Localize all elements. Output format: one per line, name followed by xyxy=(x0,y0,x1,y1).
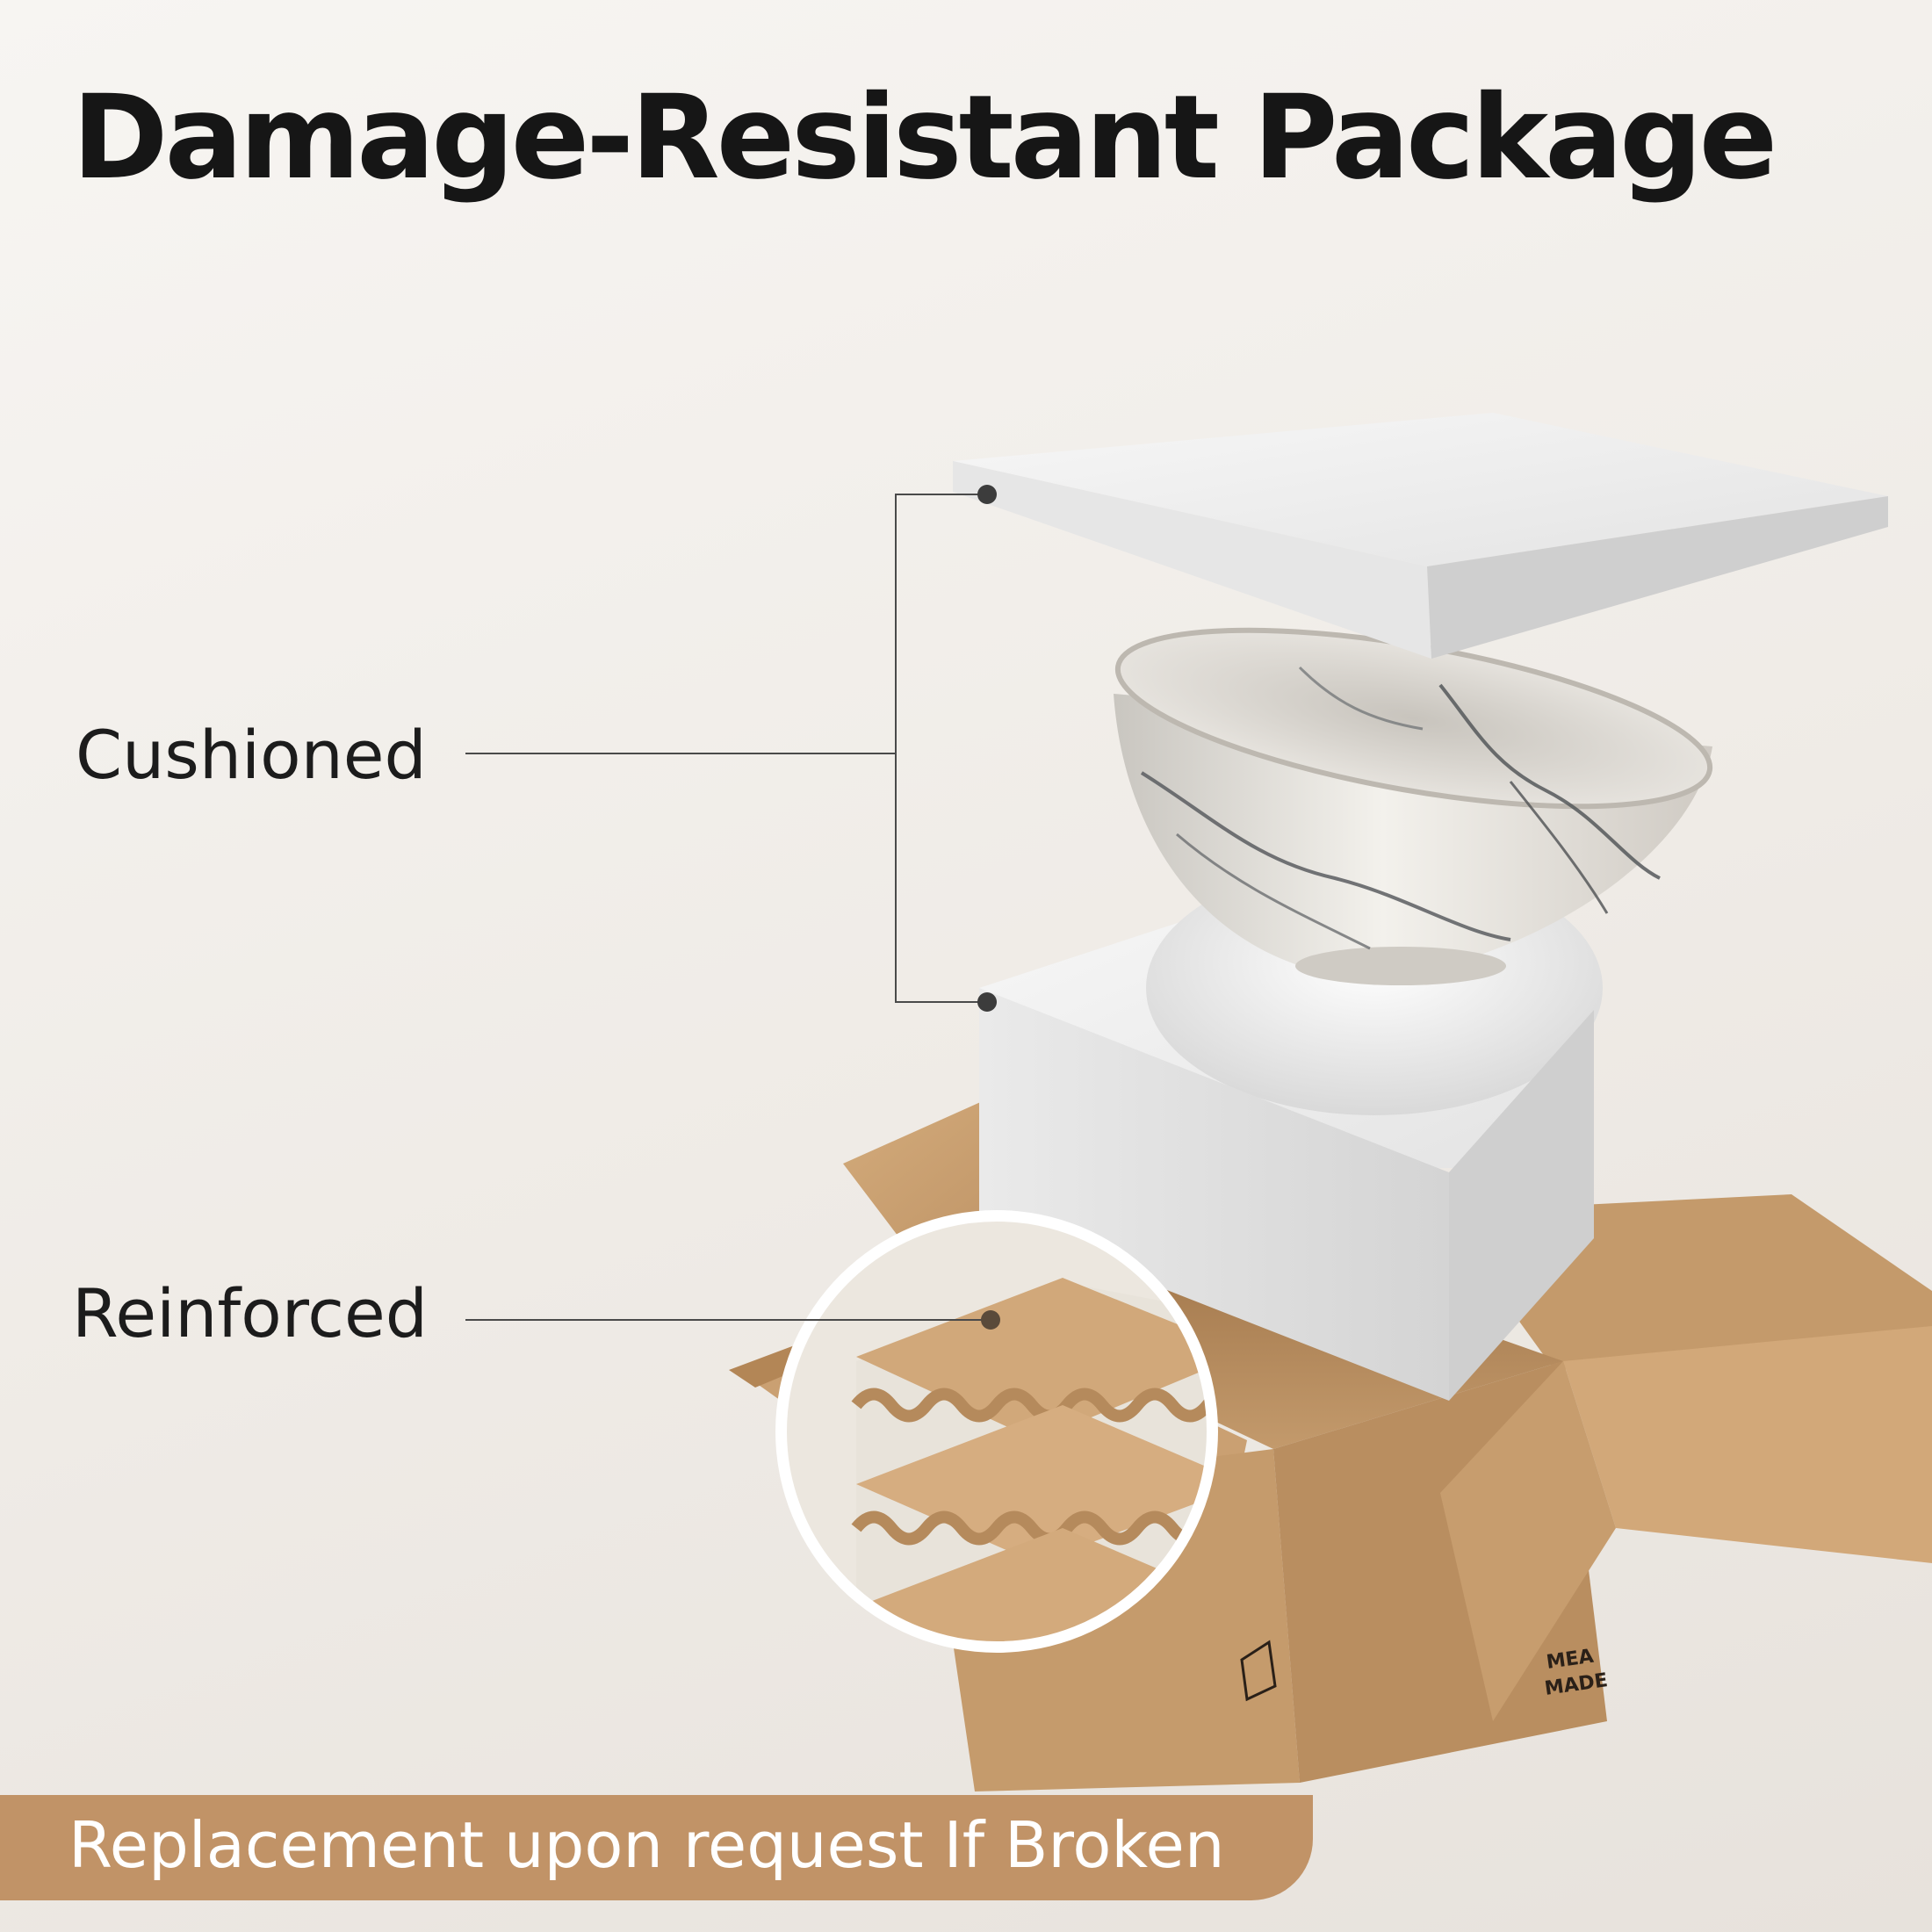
callout-reinforced xyxy=(465,1310,1000,1330)
marble-bowl xyxy=(1114,627,1713,985)
cushioned-label: Cushioned xyxy=(76,716,427,794)
cushioned-bottom-dot xyxy=(977,992,997,1012)
banner-text: Replacement upon request If Broken xyxy=(68,1808,1225,1882)
fragile-icon xyxy=(1240,1640,1277,1702)
top-foam-lid xyxy=(953,413,1888,659)
replacement-banner: Replacement upon request If Broken xyxy=(0,1795,1313,1900)
cushioned-top-dot xyxy=(977,485,997,504)
corrugated-detail-circle xyxy=(775,1210,1218,1653)
reinforced-dot xyxy=(981,1310,1000,1330)
callout-cushioned xyxy=(465,485,997,1012)
page-title: Damage-Resistant Package xyxy=(72,70,1777,205)
reinforced-label: Reinforced xyxy=(72,1274,429,1352)
